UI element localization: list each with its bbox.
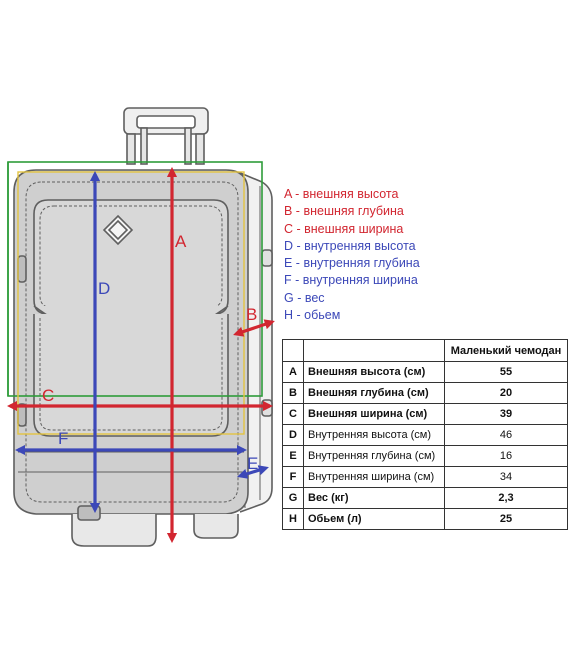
row-label: Обьем (л) bbox=[303, 508, 445, 530]
inner-frame-yellow bbox=[17, 171, 245, 435]
legend-item-a: A - внешняя высота bbox=[284, 187, 399, 201]
brand-logo-icon bbox=[102, 214, 134, 246]
legend-item-g: G - вес bbox=[284, 290, 325, 305]
marker-b: B bbox=[246, 305, 257, 324]
row-value: 2,3 bbox=[444, 487, 568, 509]
legend-item-f: F - внутренняя ширина bbox=[284, 273, 418, 288]
legend-item-c: C - внешняя ширина bbox=[284, 221, 404, 236]
row-letter: G bbox=[282, 487, 304, 509]
row-label: Вес (кг) bbox=[303, 487, 445, 509]
table-row: B Внешняя глубина (см) 20 bbox=[282, 382, 568, 404]
marker-f: F bbox=[58, 429, 68, 448]
table-header-empty bbox=[282, 339, 304, 362]
row-letter: F bbox=[282, 466, 304, 488]
row-label: Внутренняя ширина (см) bbox=[303, 466, 445, 488]
legend-item-e: E - внутренняя глубина bbox=[284, 256, 420, 271]
row-label: Внешняя высота (см) bbox=[303, 361, 445, 383]
row-letter: A bbox=[282, 361, 304, 383]
table-row: H Обьем (л) 25 bbox=[282, 508, 568, 530]
legend-item-b: B - внешняя глубина bbox=[284, 204, 404, 219]
arrow-e-inner-depth bbox=[237, 465, 269, 479]
marker-e: E bbox=[247, 454, 258, 473]
row-value: 34 bbox=[444, 466, 568, 488]
row-value: 46 bbox=[444, 424, 568, 446]
row-letter: B bbox=[282, 382, 304, 404]
table-row: D Внутренняя высота (см) 46 bbox=[282, 424, 568, 446]
table-row: G Вес (кг) 2,3 bbox=[282, 487, 568, 509]
row-value: 20 bbox=[444, 382, 568, 404]
row-label: Внутренняя глубина (см) bbox=[303, 445, 445, 467]
suitcase-illustration bbox=[13, 107, 273, 547]
row-letter: C bbox=[282, 403, 304, 425]
dimensions-table: Маленький чемодан A Внешняя высота (см) … bbox=[282, 339, 568, 530]
table-header-small-suitcase: Маленький чемодан bbox=[444, 339, 568, 362]
dimension-arrows bbox=[6, 166, 275, 544]
legend-item-d: D - внутренняя высота bbox=[284, 238, 416, 253]
telescopic-handle bbox=[123, 107, 209, 165]
row-letter: H bbox=[282, 508, 304, 530]
row-value: 39 bbox=[444, 403, 568, 425]
table-row: A Внешняя высота (см) 55 bbox=[282, 361, 568, 383]
legend-item-h: H - обьем bbox=[284, 308, 341, 323]
row-letter: E bbox=[282, 445, 304, 467]
marker-c: C bbox=[42, 386, 54, 405]
table-row: C Внешняя ширина (см) 39 bbox=[282, 403, 568, 425]
table-row: E Внутренняя глубина (см) 16 bbox=[282, 445, 568, 467]
table-header-empty bbox=[303, 339, 445, 362]
row-letter: D bbox=[282, 424, 304, 446]
row-label: Внешняя глубина (см) bbox=[303, 382, 445, 404]
row-value: 55 bbox=[444, 361, 568, 383]
row-value: 25 bbox=[444, 508, 568, 530]
row-label: Внешняя ширина (см) bbox=[303, 403, 445, 425]
row-value: 16 bbox=[444, 445, 568, 467]
marker-a: A bbox=[175, 232, 187, 251]
marker-d: D bbox=[98, 279, 110, 298]
row-label: Внутренняя высота (см) bbox=[303, 424, 445, 446]
arrow-b-outer-depth bbox=[233, 319, 275, 337]
table-row: F Внутренняя ширина (см) 34 bbox=[282, 466, 568, 488]
legend: A - внешняя высота B - внешняя глубина C… bbox=[284, 186, 484, 324]
table-header-row: Маленький чемодан bbox=[282, 339, 568, 362]
